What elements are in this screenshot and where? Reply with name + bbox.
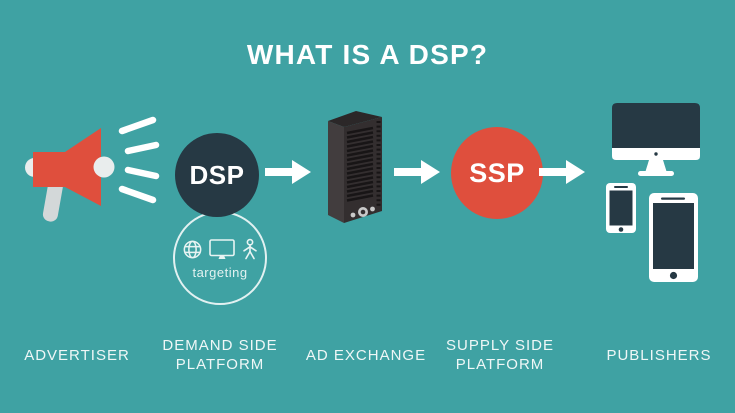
server-icon bbox=[328, 111, 382, 223]
devices-icon bbox=[606, 103, 700, 282]
dsp-label: DEMAND SIDE PLATFORM bbox=[130, 336, 310, 374]
flow-arrow-icon bbox=[394, 160, 440, 184]
dsp-node: DSP bbox=[175, 133, 259, 217]
ssp-badge: SSP bbox=[469, 157, 525, 188]
monitor-icon bbox=[208, 239, 235, 259]
advertiser-label-text: ADVERTISER bbox=[24, 347, 130, 364]
targeting-icons bbox=[181, 238, 260, 261]
targeting-label: targeting bbox=[192, 265, 248, 280]
advertiser-label: ADVERTISER bbox=[0, 346, 167, 365]
dsp-badge: DSP bbox=[189, 159, 245, 190]
publishers-label: PUBLISHERS bbox=[569, 346, 735, 365]
ssp-label: SUPPLY SIDE PLATFORM bbox=[410, 336, 590, 374]
megaphone-icon bbox=[25, 116, 160, 222]
phone-icon bbox=[606, 183, 636, 233]
ssp-node: SSP bbox=[451, 127, 543, 219]
person-icon bbox=[242, 238, 257, 260]
flow-arrow-icon bbox=[539, 160, 585, 184]
ad-exchange-label-text: AD EXCHANGE bbox=[305, 347, 427, 364]
tablet-icon bbox=[649, 193, 698, 282]
publishers-label-text: PUBLISHERS bbox=[606, 347, 712, 364]
ssp-label-line2: PLATFORM bbox=[455, 356, 545, 373]
desktop-icon bbox=[612, 103, 700, 176]
dsp-label-line1: DEMAND SIDE bbox=[162, 337, 278, 354]
ssp-label-line1: SUPPLY SIDE bbox=[446, 337, 554, 354]
page-title: WHAT IS A DSP? bbox=[246, 39, 489, 70]
globe-icon bbox=[183, 240, 201, 259]
dsp-label-line2: PLATFORM bbox=[175, 356, 265, 373]
ad-exchange-label: AD EXCHANGE bbox=[276, 346, 456, 365]
targeting-circle: targeting bbox=[173, 211, 267, 305]
flow-arrow-icon bbox=[265, 160, 311, 184]
